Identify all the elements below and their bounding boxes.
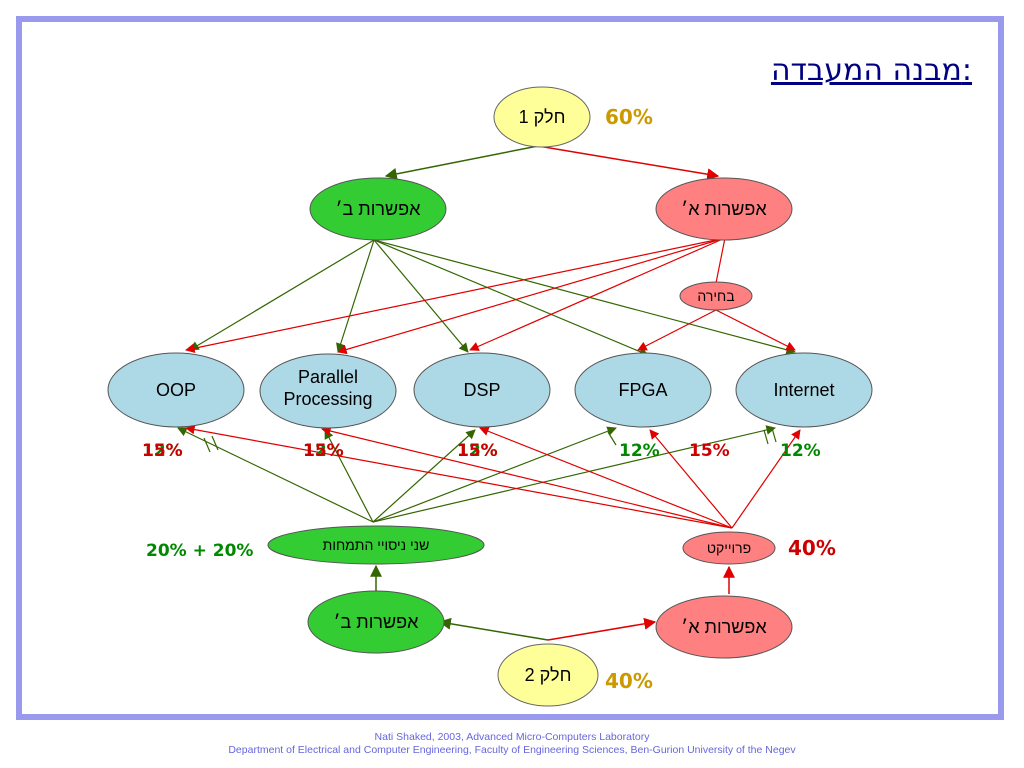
parallel-percent-green: 12% bbox=[303, 441, 344, 461]
optB-bottom-label: אפשרות ב׳ bbox=[334, 612, 420, 632]
page-title: מבנה המעבדה: bbox=[771, 53, 972, 88]
part2-label: חלק 2 bbox=[525, 665, 572, 685]
edge-part2-optB bbox=[438, 617, 549, 641]
edge-optA-oop bbox=[185, 237, 726, 353]
edge-optB-dsp bbox=[373, 239, 469, 353]
tick-marks bbox=[203, 427, 777, 453]
node-internet: Internet bbox=[735, 352, 873, 428]
node-choice: בחירה bbox=[679, 281, 753, 311]
footer-line-2: Department of Electrical and Computer En… bbox=[228, 744, 796, 756]
edge-part1-optA bbox=[537, 145, 720, 181]
node-part1: חלק 1 bbox=[493, 86, 591, 148]
part1-percent: 60% bbox=[605, 105, 653, 129]
oop-label: OOP bbox=[156, 380, 196, 400]
footer-line-1: Nati Shaked, 2003, Advanced Micro-Comput… bbox=[374, 731, 650, 743]
fpga-label: FPGA bbox=[618, 380, 667, 400]
spec-label: שני ניסויי התמחות bbox=[323, 537, 430, 553]
project-label: פרוייקט bbox=[707, 540, 751, 556]
node-part2: חלק 2 bbox=[497, 643, 599, 707]
edge-project-dsp bbox=[479, 426, 733, 529]
edge-part1-optB bbox=[384, 145, 539, 180]
edge-optA-dsp bbox=[469, 237, 726, 351]
edge-spec-fpga bbox=[372, 426, 617, 523]
edge-project-parallel bbox=[321, 426, 733, 529]
dsp-percent-green: 12% bbox=[457, 441, 498, 461]
edge-optB-parallel bbox=[336, 239, 375, 353]
node-dsp: DSP bbox=[413, 352, 551, 428]
node-parallel: Parallel Processing bbox=[259, 353, 397, 429]
edge-optA-choice bbox=[715, 237, 726, 284]
edge-optB-oop bbox=[189, 239, 375, 351]
node-optB-bottom: אפשרות ב׳ bbox=[307, 590, 445, 654]
edge-spec-dsp bbox=[372, 429, 476, 523]
edge-spec-internet bbox=[372, 425, 776, 523]
part2-percent: 40% bbox=[605, 669, 653, 693]
edge-project-fpga bbox=[649, 429, 733, 529]
internet-percent-green: 12% bbox=[780, 441, 821, 461]
edge-optA-parallel bbox=[337, 237, 726, 355]
part1-label: חלק 1 bbox=[519, 107, 566, 127]
parallel-percent-red: 15% bbox=[303, 441, 344, 461]
project-percent: 40% bbox=[788, 536, 836, 560]
parallel-label-2: Processing bbox=[283, 389, 372, 409]
optB-top-label: אפשרות ב׳ bbox=[336, 199, 422, 219]
dsp-percent-red: 15% bbox=[457, 441, 498, 461]
oop-percent-red: 15% bbox=[142, 441, 183, 461]
edge-choice-internet bbox=[715, 309, 796, 351]
parallel-label-1: Parallel bbox=[298, 367, 358, 387]
edge-optB-fpga bbox=[373, 239, 649, 357]
node-optA-bottom: אפשרות א׳ bbox=[655, 595, 793, 659]
node-fpga: FPGA bbox=[574, 352, 712, 428]
edge-project-internet bbox=[731, 429, 801, 529]
spec-percent: 20% + 20% bbox=[146, 541, 253, 561]
node-optA-top: אפשרות א׳ bbox=[655, 177, 793, 241]
node-optB-top: אפשרות ב׳ bbox=[309, 177, 447, 241]
footer: Nati Shaked, 2003, Advanced Micro-Comput… bbox=[0, 731, 1024, 757]
dsp-label: DSP bbox=[463, 380, 500, 400]
edge-choice-fpga bbox=[637, 309, 717, 351]
edge-project-oop bbox=[185, 424, 733, 529]
edge-spec-parallel bbox=[324, 429, 374, 523]
choice-label: בחירה bbox=[697, 288, 734, 304]
edge-part2-optA bbox=[547, 617, 657, 641]
internet-percent-red: 15% bbox=[689, 441, 730, 461]
optA-top-label: אפשרות א׳ bbox=[681, 199, 767, 219]
node-spec: שני ניסויי התמחות bbox=[267, 525, 485, 565]
internet-label: Internet bbox=[773, 380, 834, 400]
node-oop: OOP bbox=[107, 352, 245, 428]
fpga-percent-green: 12% bbox=[619, 441, 660, 461]
oop-percent-green: 12% bbox=[142, 441, 183, 461]
optA-bottom-label: אפשרות א׳ bbox=[681, 617, 767, 637]
edge-optB-internet bbox=[373, 239, 796, 355]
edge-spec-oop bbox=[177, 427, 374, 523]
node-project: פרוייקט bbox=[682, 531, 776, 565]
